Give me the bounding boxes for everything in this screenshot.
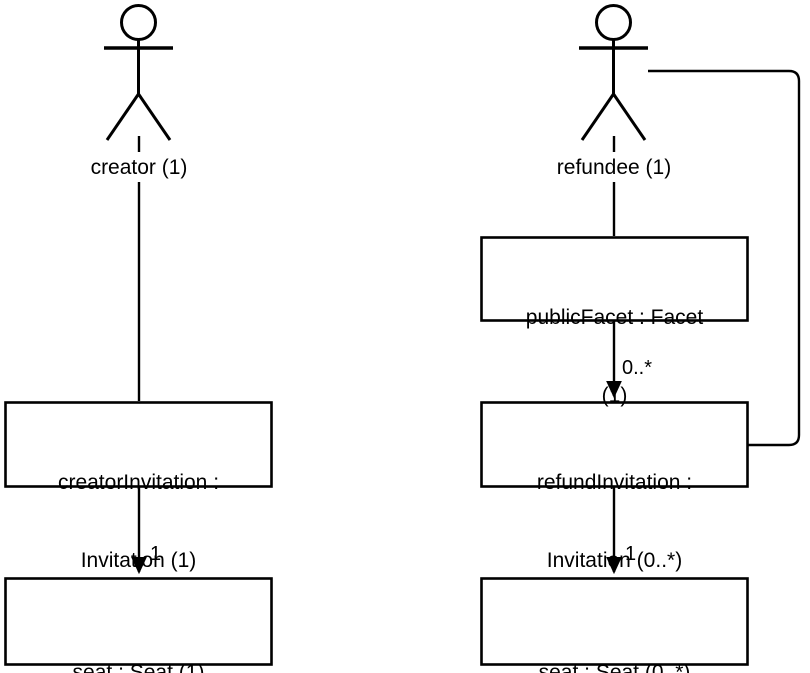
- refundee-seat-box[interactable]: [480, 577, 749, 666]
- creator-seat-box[interactable]: [4, 577, 273, 666]
- creator-invitation-box[interactable]: [4, 401, 273, 488]
- refund-invitation-to-refundee-line: [648, 69, 801, 447]
- creator-actor-figure: [104, 4, 173, 141]
- refundee-actor-figure: [579, 4, 648, 141]
- refund-invitation-box[interactable]: [480, 401, 749, 488]
- public-facet-box[interactable]: [480, 236, 749, 322]
